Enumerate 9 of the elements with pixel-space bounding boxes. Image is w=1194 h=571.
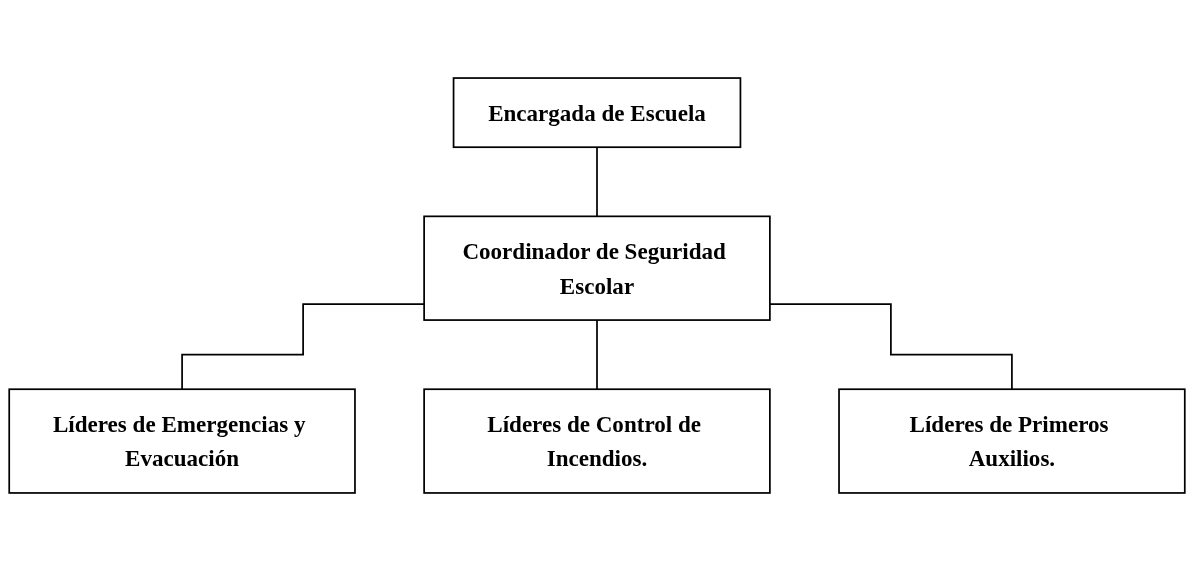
node-box: Coordinador de Seguridad Escolar <box>423 215 771 321</box>
node-box: Líderes de Primeros Auxilios. <box>838 388 1186 494</box>
node-box: Encargada de Escuela <box>452 77 742 149</box>
node-box: Líderes de Control de Incendios. <box>423 388 771 494</box>
connector <box>596 319 598 391</box>
connector <box>769 303 1013 391</box>
node-box: Líderes de Emergencias y Evacuación <box>8 388 356 494</box>
connector <box>181 303 425 391</box>
connector <box>596 146 598 218</box>
